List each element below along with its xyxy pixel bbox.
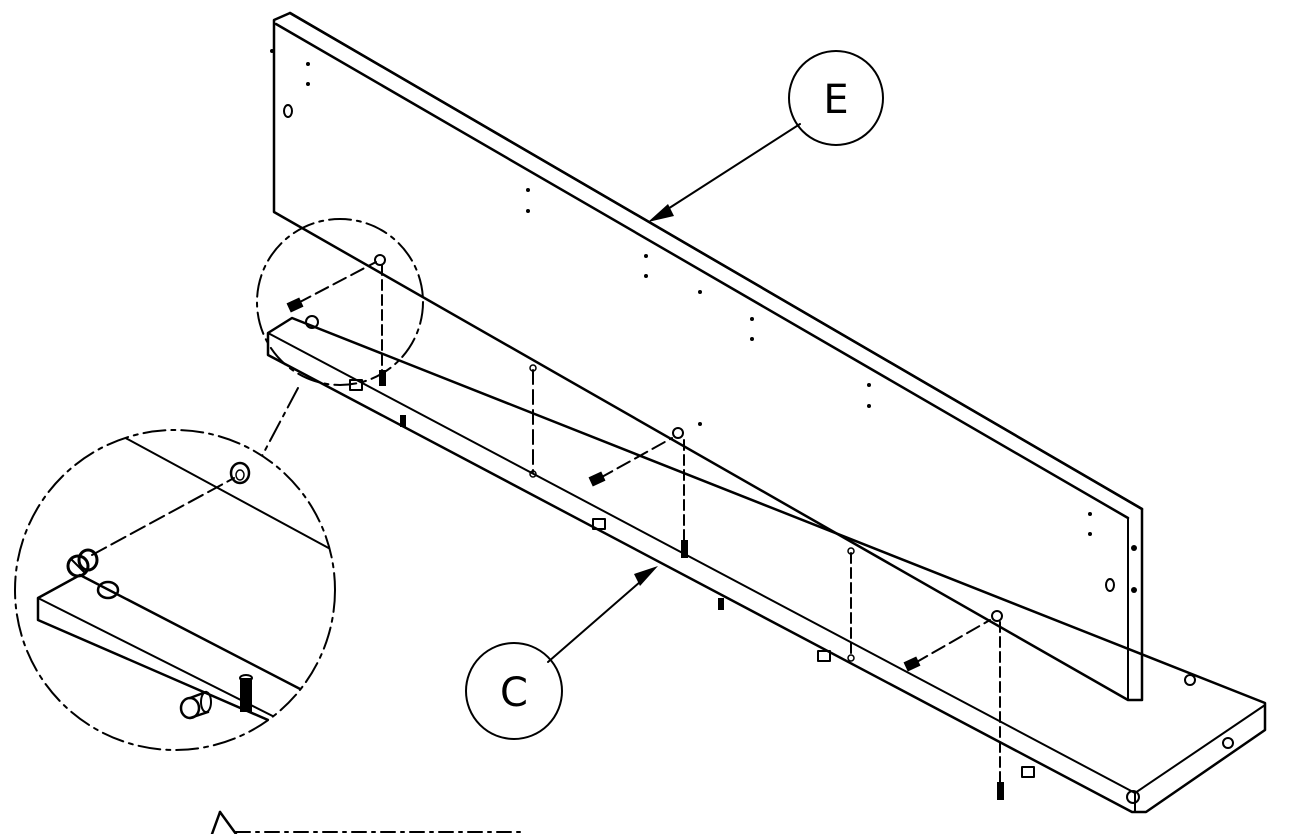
detail-dowel bbox=[179, 690, 212, 720]
page-cut-fragment bbox=[210, 810, 521, 834]
back-panel-holes bbox=[270, 49, 1137, 593]
back-panel-e bbox=[270, 11, 1144, 702]
cam-lock-3 bbox=[903, 610, 1004, 800]
callout-c: C bbox=[465, 566, 658, 740]
detail-view bbox=[14, 429, 336, 751]
cam-lock-1 bbox=[286, 254, 386, 386]
detail-cam-lock bbox=[66, 548, 99, 578]
cam-lock-2 bbox=[588, 427, 688, 558]
callout-e: E bbox=[648, 50, 884, 222]
assembly-guides bbox=[286, 254, 1004, 800]
callout-e-label: E bbox=[823, 77, 848, 123]
callout-c-label: C bbox=[500, 670, 528, 716]
bottom-panel-c bbox=[266, 315, 1267, 814]
detail-bolt bbox=[239, 674, 253, 712]
detail-source-circle bbox=[256, 218, 424, 457]
